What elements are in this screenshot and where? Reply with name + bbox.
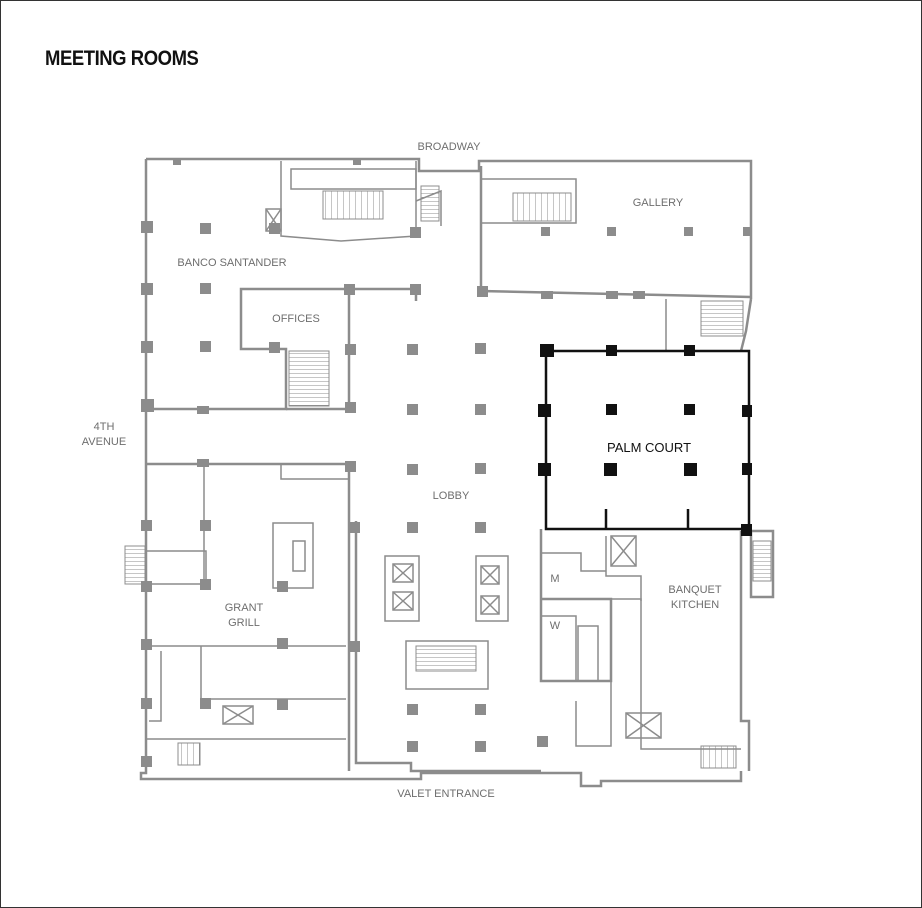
page-title: MEETING ROOMS — [45, 47, 199, 70]
room-palm-court — [538, 344, 752, 536]
room-lobby — [354, 521, 541, 773]
building-outline — [139, 157, 775, 788]
structural-columns — [141, 159, 752, 767]
label-gallery: GALLERY — [633, 197, 684, 209]
label-restroom-men: M — [550, 573, 559, 585]
label-restroom-women: W — [550, 620, 561, 632]
label-4th: 4TH — [94, 421, 115, 433]
room-banquet-kitchen — [539, 529, 772, 769]
label-kitchen: KITCHEN — [671, 599, 719, 611]
label-grant: GRANT — [225, 602, 264, 614]
room-banco-santander — [146, 161, 442, 411]
label-banco-santander: BANCO SANTANDER — [177, 257, 286, 269]
label-broadway: BROADWAY — [418, 141, 482, 153]
label-offices: OFFICES — [272, 313, 320, 325]
room-gallery — [479, 166, 752, 352]
label-valet-entrance: VALET ENTRANCE — [397, 788, 494, 800]
map-labels: BROADWAY GALLERY BANCO SANTANDER OFFICES… — [82, 141, 722, 800]
label-lobby: LOBBY — [433, 490, 470, 502]
label-palm-court: PALM COURT — [607, 440, 691, 455]
label-banquet: BANQUET — [668, 584, 721, 596]
label-grill: GRILL — [228, 617, 260, 629]
label-avenue: AVENUE — [82, 436, 126, 448]
